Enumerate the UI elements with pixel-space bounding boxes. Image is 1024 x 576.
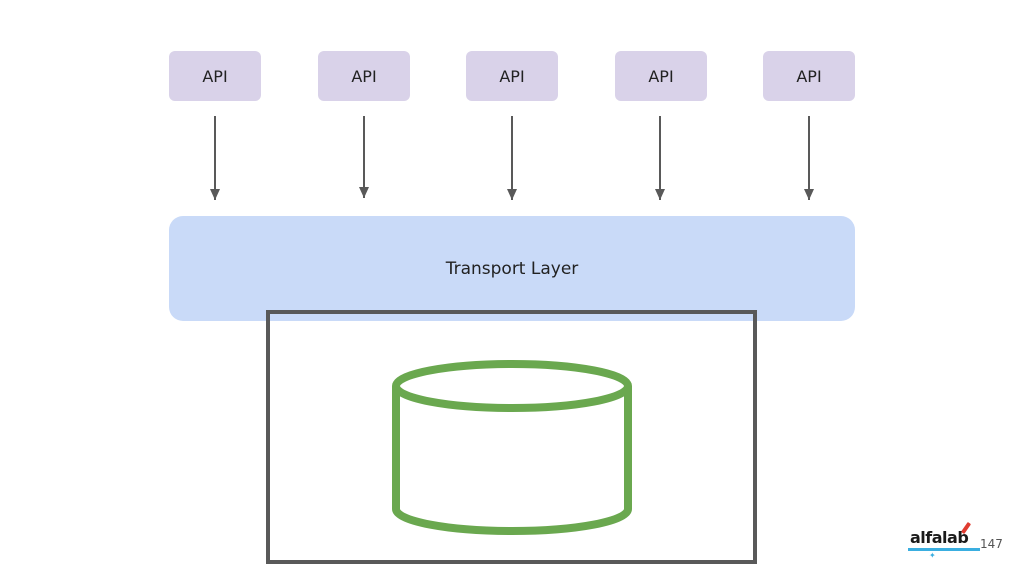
api-node: API [763,51,855,101]
arrow-head [655,189,665,200]
api-node: API [169,51,261,101]
database-cylinder-icon [392,360,632,535]
storage-container [266,310,757,564]
api-node-label: API [351,66,377,86]
arrow-head [507,189,517,200]
api-node-label: API [796,66,822,86]
transport-layer-label: Transport Layer [445,258,579,279]
api-node-label: API [202,66,228,86]
arrow-head [210,189,220,200]
alfalab-logo: alfalab ✦ [908,521,988,560]
page-number: 147 [980,537,1003,551]
logo-text: alfalab [910,528,969,547]
api-node-label: API [499,66,525,86]
api-node: API [318,51,410,101]
logo-sparkle-icon: ✦ [929,551,936,560]
arrow-head [359,187,369,198]
api-node: API [466,51,558,101]
logo-underline [908,548,980,551]
api-node-label: API [648,66,674,86]
arrows [210,116,814,200]
api-node: API [615,51,707,101]
transport-layer: Transport Layer [169,216,855,321]
arrow-head [804,189,814,200]
